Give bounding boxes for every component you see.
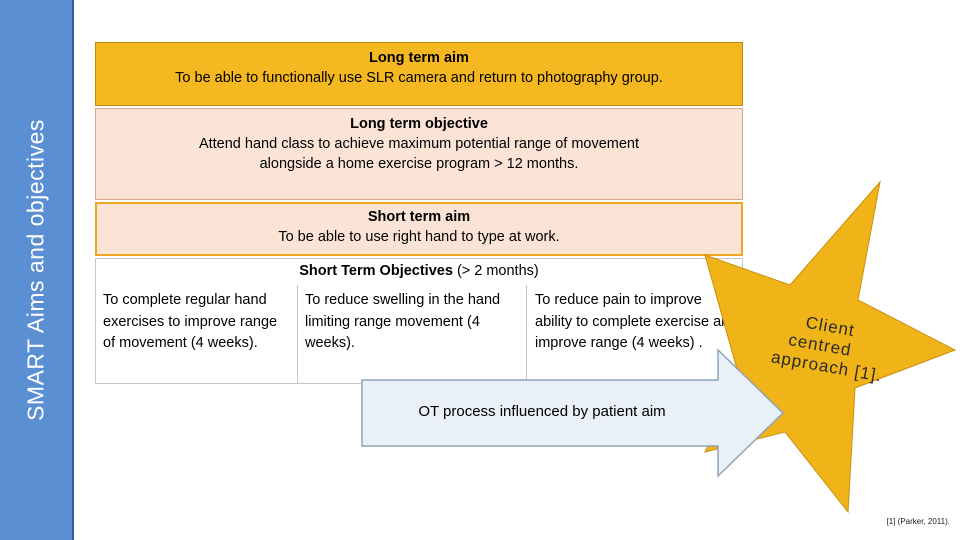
short-term-objectives-header: Short Term Objectives (> 2 months)	[96, 261, 742, 281]
sidebar: SMART Aims and objectives	[0, 0, 74, 540]
ot-process-arrow	[361, 348, 785, 478]
short-term-objectives-box: Short Term Objectives (> 2 months)	[95, 258, 743, 384]
objective-item-1: To complete regular hand exercises to im…	[103, 292, 278, 351]
long-term-aim-text: To be able to functionally use SLR camer…	[175, 70, 663, 86]
long-term-objective-box: Long term objective Attend hand class to…	[95, 108, 743, 200]
short-term-objectives-heading: Short Term Objectives	[299, 263, 453, 279]
short-term-aim-heading: Short term aim	[367, 209, 471, 225]
objective-item-2: To reduce swelling in the hand limiting …	[305, 292, 501, 351]
short-term-aim-box: Short term aim To be able to use right h…	[95, 202, 743, 256]
long-term-objective-heading: Long term objective	[350, 116, 488, 132]
objective-item-3: To reduce pain to improve ability to com…	[535, 292, 738, 351]
column-divider	[526, 285, 527, 384]
short-term-objectives-qualifier: (> 2 months)	[456, 263, 539, 279]
long-term-aim-box: Long term aim To be able to functionally…	[95, 42, 743, 106]
ot-process-arrow-label: OT process influenced by patient aim	[418, 403, 666, 420]
long-term-aim-heading: Long term aim	[369, 50, 469, 66]
citation: [1] (Parker, 2011).	[886, 517, 950, 526]
long-term-objective-text: Attend hand class to achieve maximum pot…	[198, 136, 640, 172]
short-term-aim-text: To be able to use right hand to type at …	[278, 229, 560, 245]
column-divider	[297, 285, 298, 384]
